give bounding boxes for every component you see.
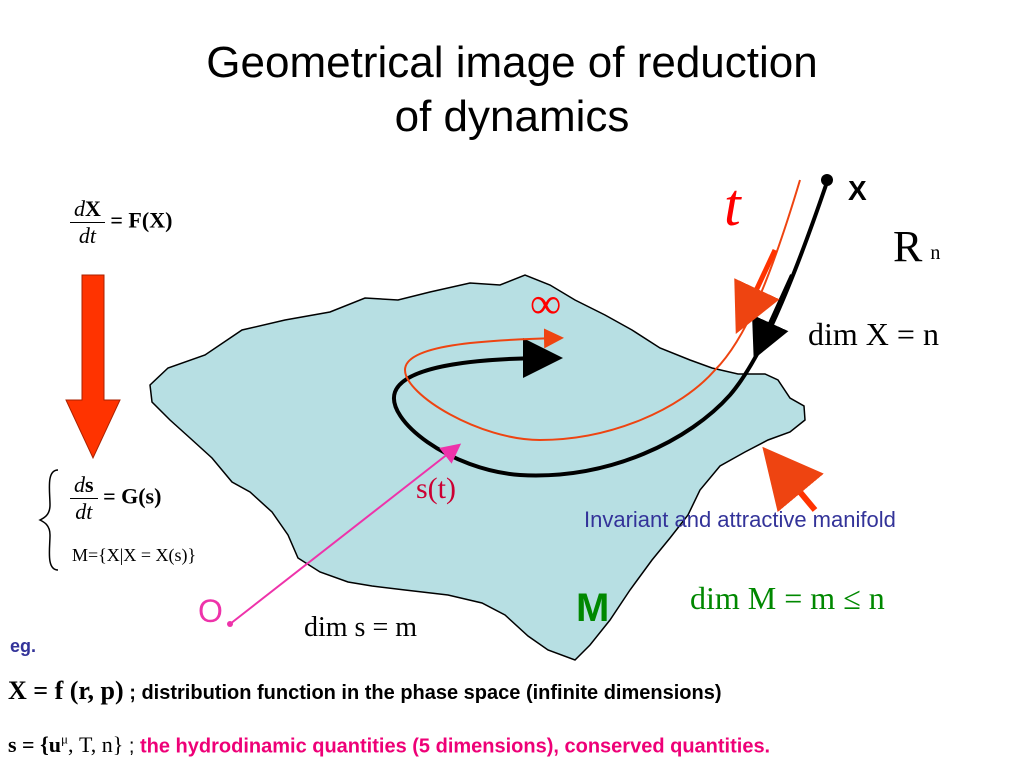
ode-fraction: dX dt	[70, 196, 105, 249]
distribution-description: ; distribution function in the phase spa…	[129, 682, 722, 704]
example-label: eg.	[10, 636, 37, 656]
system-brace	[38, 469, 59, 571]
s-t-label: s(t)	[416, 472, 456, 505]
manifold-label: M	[576, 586, 610, 630]
hydro-description: the hydrodinamic quantities (5 dimension…	[140, 735, 771, 758]
manifold-pointer-arrow	[762, 446, 824, 513]
ode-rhs: = F(X)	[110, 207, 173, 233]
reduced-rhs: = G(s)	[103, 483, 162, 509]
hydro-formula: s = {uμ, T, n}	[8, 732, 129, 757]
red-num-d: d	[74, 472, 85, 497]
black-direction-arrow	[752, 274, 794, 360]
ode-num-d: d	[74, 196, 85, 221]
title-line-2: of dynamics	[394, 92, 630, 141]
distribution-formula: X = f (r, p)	[8, 676, 124, 705]
t-label: t	[724, 172, 741, 238]
ode-den: dt	[78, 223, 96, 248]
manifold-definition: M={X|X = X(s)}	[72, 545, 197, 565]
r-symbol: R	[893, 222, 923, 271]
example-distribution: X = f (r, p) ; distribution function in …	[8, 676, 722, 706]
example-hydrodynamic: s = {uμ, T, n} ; the hydrodinamic quanti…	[8, 732, 770, 758]
x-point-label: X	[848, 175, 867, 206]
title-line-1: Geometrical image of reduction	[206, 38, 818, 87]
dim-s-equation: dim s = m	[304, 612, 418, 643]
red-den: dt	[75, 499, 93, 524]
dim-x-equation: dim X = n	[808, 316, 939, 352]
origin-dot	[227, 621, 233, 627]
orange-direction-arrow	[734, 248, 780, 335]
reduced-equation: ds dt = G(s)	[70, 472, 161, 525]
s-vector-arrow	[229, 443, 462, 625]
infinity-symbol: ∞	[530, 279, 562, 328]
hydro-separator: ;	[128, 735, 135, 758]
slide-title: Geometrical image of reduction of dynami…	[0, 36, 1024, 144]
reduction-arrow	[65, 274, 121, 460]
hydro-formula-tail: , T, n}	[68, 732, 124, 758]
origin-label: O	[198, 593, 223, 629]
reduced-fraction: ds dt	[70, 472, 98, 525]
ode-equation: dX dt = F(X)	[70, 196, 172, 249]
ode-num-x: X	[85, 196, 101, 221]
n-superscript: n	[930, 242, 941, 264]
red-num-s: s	[85, 472, 94, 497]
point-x-dot	[821, 174, 833, 186]
dim-m-equation: dim M = m ≤ n	[690, 580, 885, 616]
invariant-manifold-caption: Invariant and attractive manifold	[584, 507, 896, 532]
hydro-formula-sup: μ	[61, 732, 68, 747]
hydro-formula-head: s = {u	[8, 732, 62, 758]
